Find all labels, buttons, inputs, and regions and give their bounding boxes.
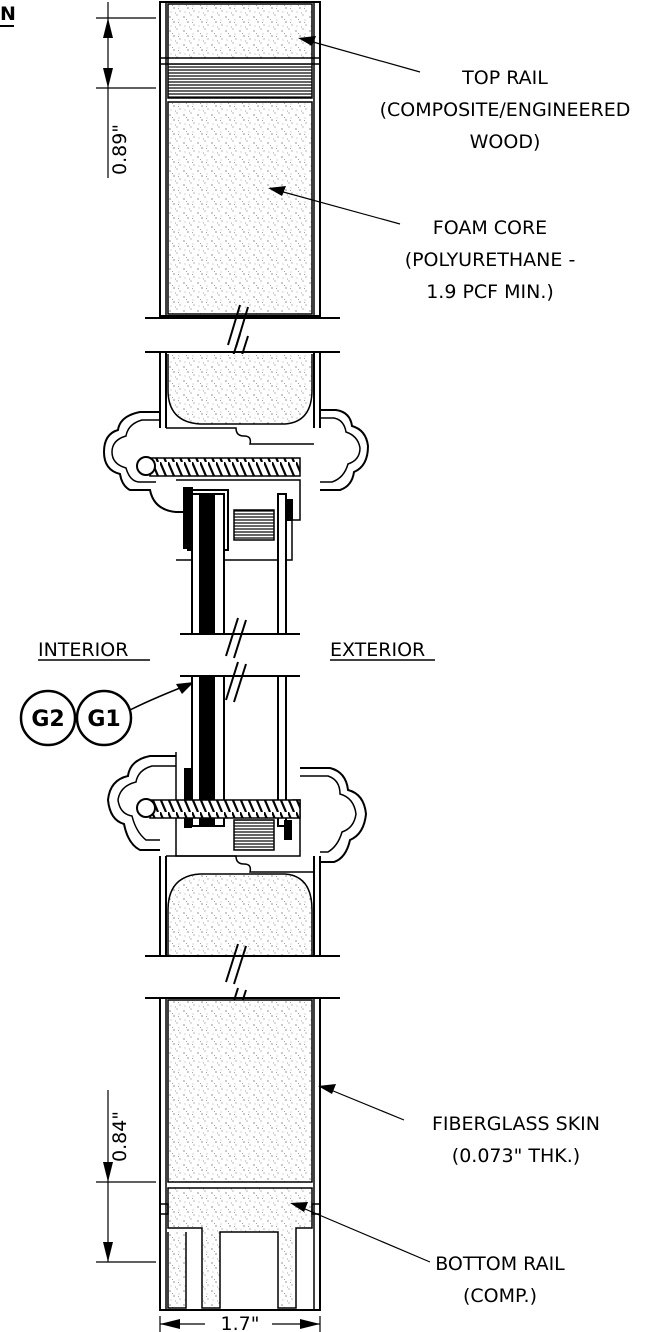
foam-core-label-3: 1.9 PCF MIN.) [426, 281, 554, 303]
foam-core-label-2: (POLYURETHANE - [405, 249, 576, 271]
exterior-label: EXTERIOR [330, 639, 425, 661]
top-rail-laminate [167, 63, 313, 99]
bottom-rail-section [159, 997, 321, 1311]
lower-stop-section [106, 752, 368, 956]
top-rail-section [159, 1, 321, 317]
foam-core-label-1: FOAM CORE [433, 217, 547, 239]
bottom-rail-label-1: BOTTOM RAIL [435, 1253, 565, 1275]
upper-stop-section [102, 352, 370, 561]
top-rail-label-2: (COMPOSITE/ENGINEERED [380, 99, 631, 121]
dimension-top: 0.89" [96, 2, 156, 178]
bubble-g2 [19, 689, 77, 747]
fiberglass-label-2: (0.073" THK.) [452, 1145, 580, 1167]
bubble-g1-text: G1 [87, 707, 120, 732]
interior-label: INTERIOR [38, 639, 128, 661]
foam-core-bottom [167, 999, 313, 1183]
top-rail-label-1: TOP RAIL [461, 67, 548, 89]
top-rail-label-3: WOOD) [470, 131, 541, 153]
dim-top-text: 0.89" [109, 124, 131, 175]
callout-leader [129, 687, 181, 711]
dimension-bottom: 0.84" [96, 1090, 156, 1263]
bottom-rail-block [167, 1187, 313, 1309]
foam-core-top [167, 101, 313, 315]
fiberglass-label-1: FIBERGLASS SKIN [432, 1113, 600, 1135]
view-mark: N [0, 3, 16, 25]
callout-arrow [176, 682, 194, 694]
callout-top-rail: TOP RAIL (COMPOSITE/ENGINEERED WOOD) [298, 36, 630, 153]
dim-width-text: 1.7" [221, 1313, 260, 1332]
bottom-rail-label-2: (COMP.) [463, 1285, 537, 1307]
callout-bottom-rail: BOTTOM RAIL (COMP.) [290, 1202, 565, 1307]
dim-bottom-text: 0.84" [109, 1111, 131, 1162]
glass-unit-lower [191, 675, 287, 827]
dimension-width: 1.7" [159, 1313, 321, 1332]
callout-foam-core: FOAM CORE (POLYURETHANE - 1.9 PCF MIN.) [268, 186, 575, 303]
bubble-g2-text: G2 [31, 707, 64, 732]
glass-callout: G2 G1 [19, 682, 194, 747]
top-rail-block [167, 3, 313, 59]
bubble-g1 [75, 689, 133, 747]
callout-fiberglass-skin: FIBERGLASS SKIN (0.073" THK.) [318, 1084, 600, 1167]
